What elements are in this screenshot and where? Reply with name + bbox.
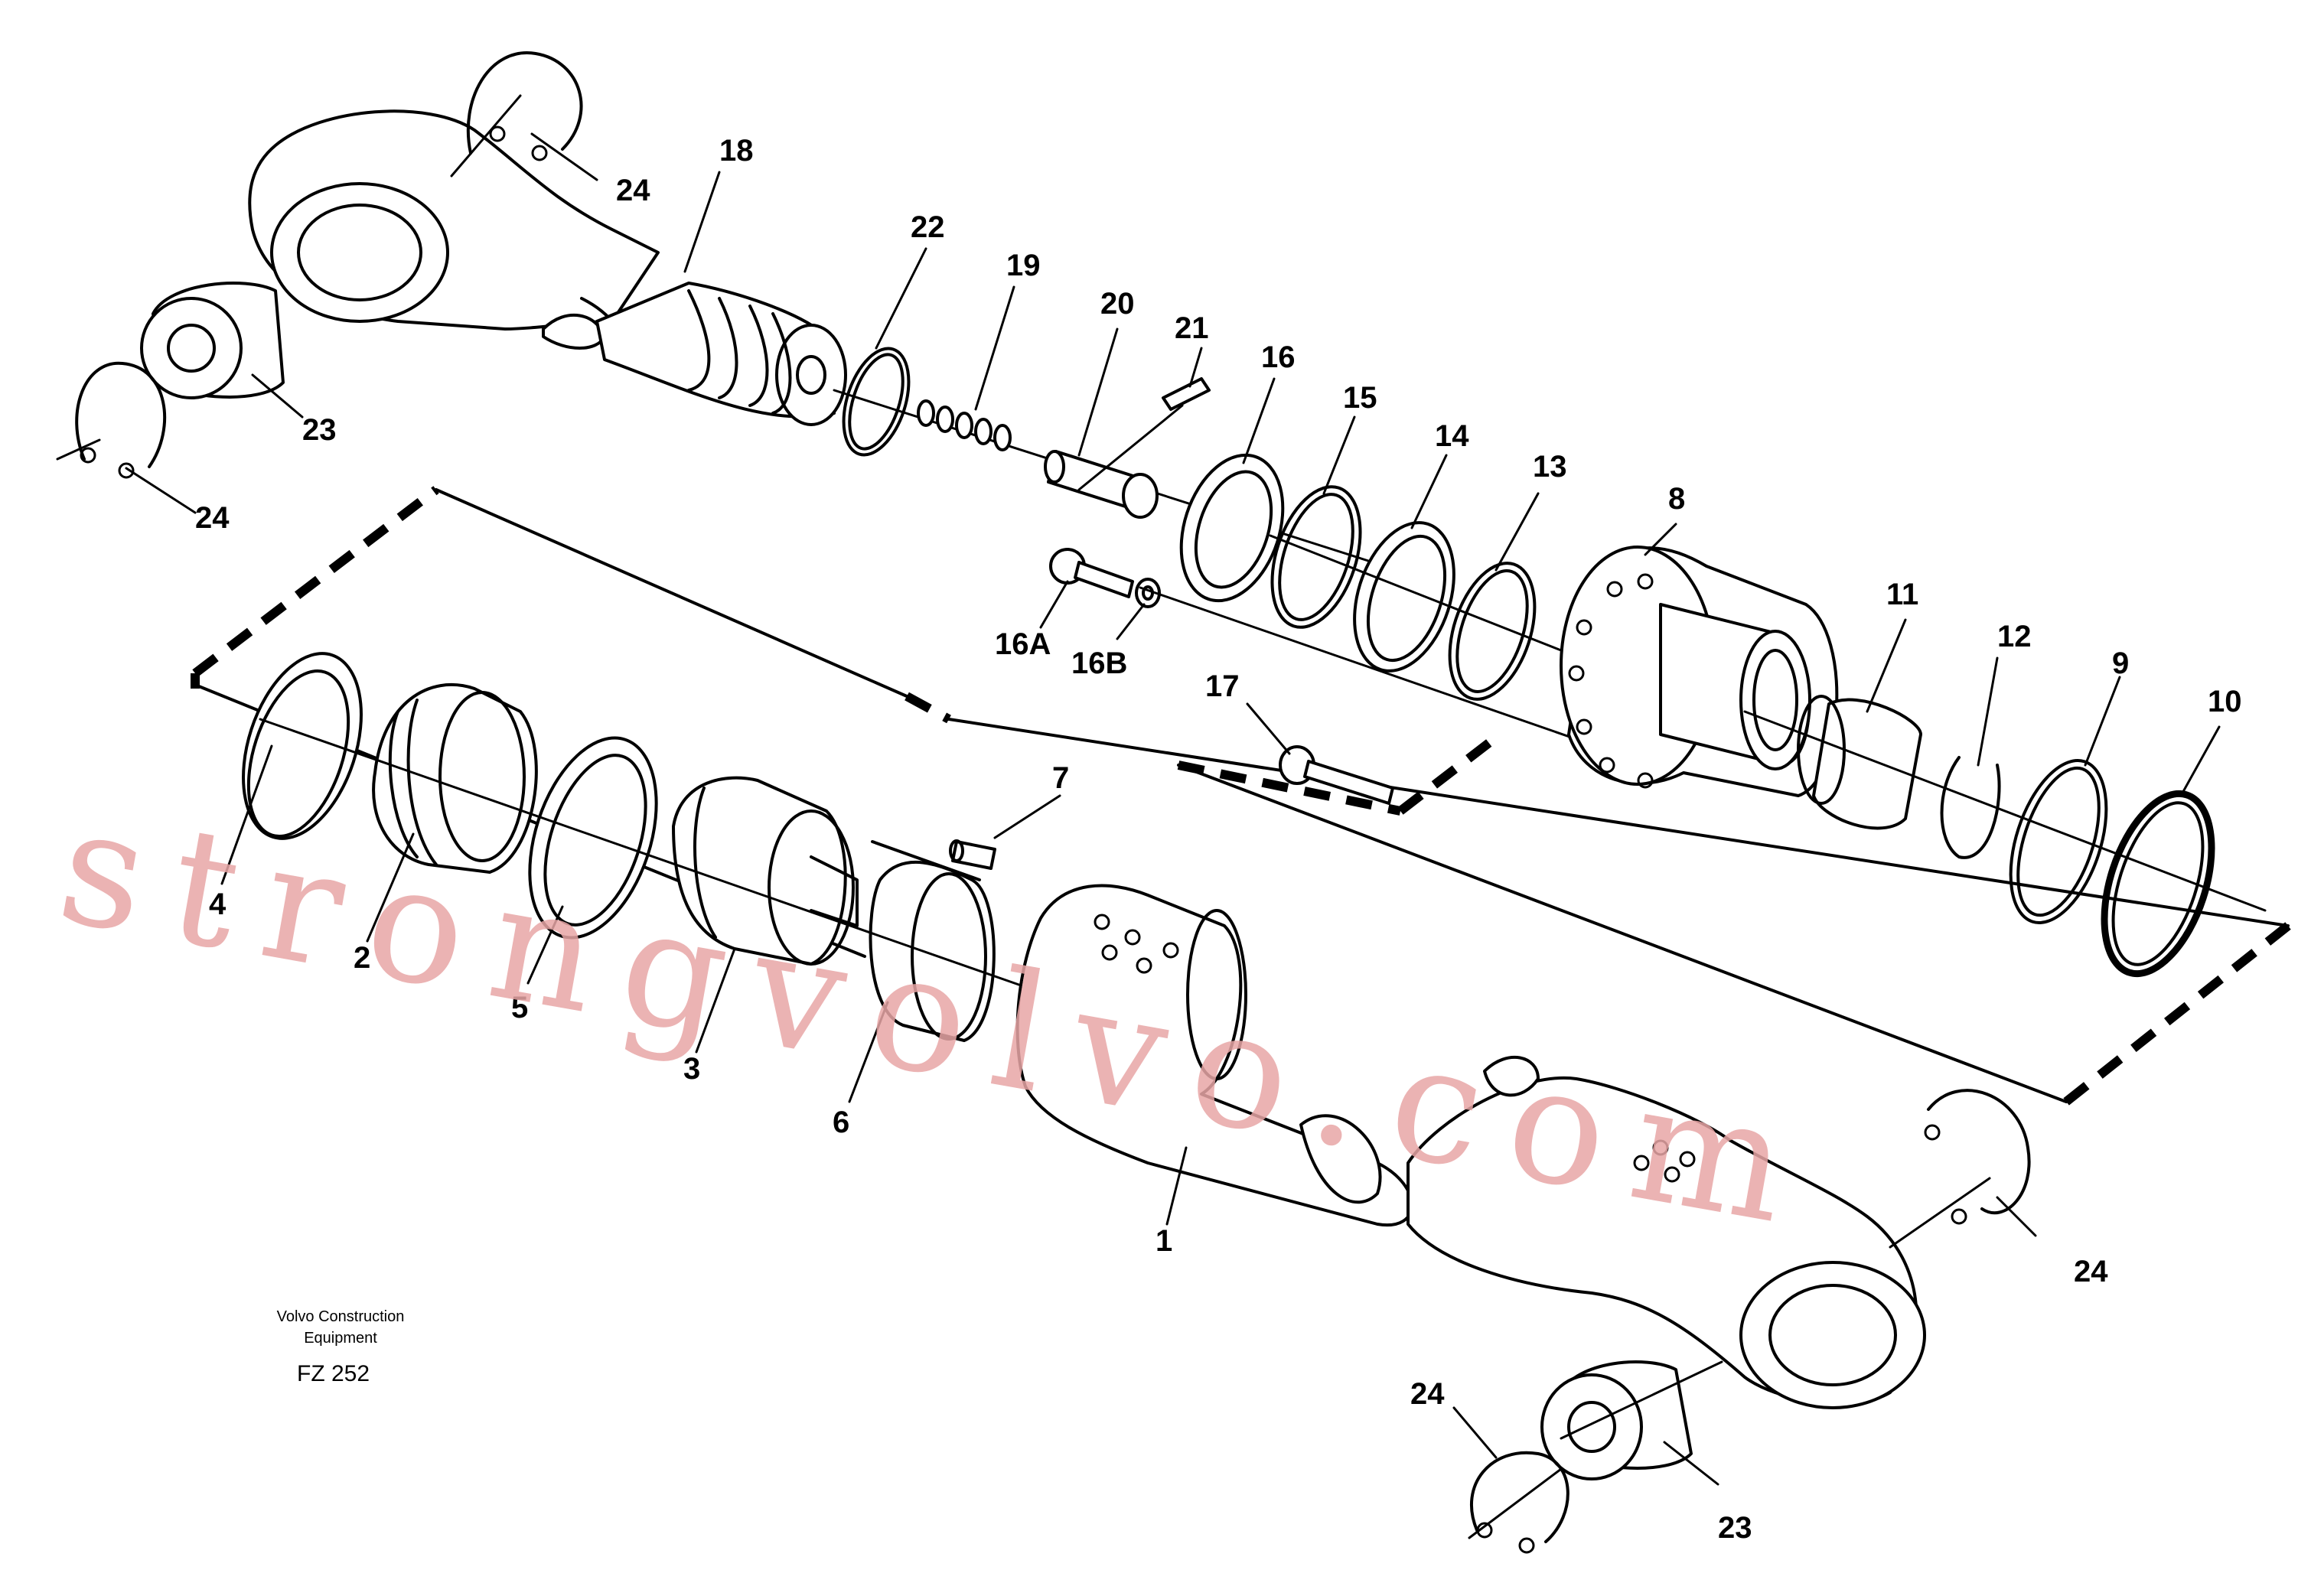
spherical-bearing-part <box>140 282 285 399</box>
callout-label: 15 <box>1343 381 1377 415</box>
callout-label: 3 <box>683 1052 700 1086</box>
callout-label: 9 <box>2112 647 2129 680</box>
piston-3-part <box>672 776 859 966</box>
callout-label: 16B <box>1071 647 1127 680</box>
figure-code: FZ 252 <box>297 1361 370 1386</box>
callout-label: 11 <box>1886 578 1918 611</box>
callout-label: 16 <box>1261 340 1296 374</box>
callout-label: 22 <box>911 210 945 244</box>
callout-label: 2 <box>354 941 370 975</box>
callout-label: 4 <box>209 888 227 921</box>
caption-line1: Volvo Construction <box>277 1308 405 1325</box>
o-ring-part <box>842 347 911 457</box>
callout-label: 12 <box>1997 620 2032 653</box>
callout-label: 23 <box>302 413 337 447</box>
cylinder-tube-part <box>1015 884 1413 1227</box>
callout-label: 13 <box>1533 450 1567 484</box>
callout-label: 24 <box>195 501 230 535</box>
pin-part <box>1077 377 1211 491</box>
callout-label: 6 <box>833 1106 849 1139</box>
ring-12-part <box>1940 756 2001 859</box>
screw-7-part <box>949 839 996 870</box>
callout-label: 8 <box>1668 482 1685 516</box>
callout-label: 24 <box>2074 1255 2108 1288</box>
callout-label: 10 <box>2208 685 2242 718</box>
callout-label: 24 <box>616 174 650 207</box>
seal-ring-13-part <box>1448 562 1537 701</box>
callout-label: 23 <box>1718 1511 1752 1545</box>
bolt-17-part <box>1279 745 1394 805</box>
callout-label: 7 <box>1052 761 1069 795</box>
spherical-bearing-part <box>1540 1360 1723 1480</box>
caption-line2: Equipment <box>304 1330 377 1347</box>
valve-body-part <box>1044 450 1159 519</box>
piston-rod-part <box>595 282 847 426</box>
watermark-text: strongvolvo.com <box>47 771 1829 1265</box>
figure-caption: Volvo Construction Equipment FZ 252 <box>277 1308 405 1386</box>
circlip-part <box>56 51 583 479</box>
cylinder-bottom-eye-part <box>1407 1056 1926 1409</box>
seal-ring-14-part <box>1353 521 1455 673</box>
leader-lines <box>125 132 2221 1486</box>
callout-label: 18 <box>719 134 754 168</box>
callout-label: 21 <box>1175 311 1209 345</box>
callout-label: 14 <box>1435 419 1469 453</box>
callout-label: 17 <box>1205 669 1240 703</box>
callout-label: 19 <box>1006 249 1041 282</box>
circlip-part <box>1468 1089 2031 1554</box>
check-valve-part <box>917 399 1012 451</box>
seal-ring-16-part <box>1179 453 1285 603</box>
ring-4-part <box>242 652 363 840</box>
callout-label: 16A <box>995 627 1051 661</box>
ring-10-part <box>2101 790 2215 978</box>
piston-rod-eye-part <box>248 109 660 350</box>
callout-label: 24 <box>1410 1377 1445 1411</box>
sleeve-6-part <box>869 840 996 1042</box>
washer-16b-part <box>1135 578 1161 608</box>
ring-9-part <box>2009 759 2108 924</box>
cylinder-head-part <box>1560 546 1839 797</box>
callout-label: 5 <box>511 991 528 1024</box>
callout-label: 1 <box>1156 1224 1172 1258</box>
callout-label: 20 <box>1100 287 1135 321</box>
callout-labels: 24 24 24 24 23 23 18 22 19 20 21 16 15 1… <box>195 134 2242 1545</box>
bolt-16a-part <box>1049 548 1609 751</box>
